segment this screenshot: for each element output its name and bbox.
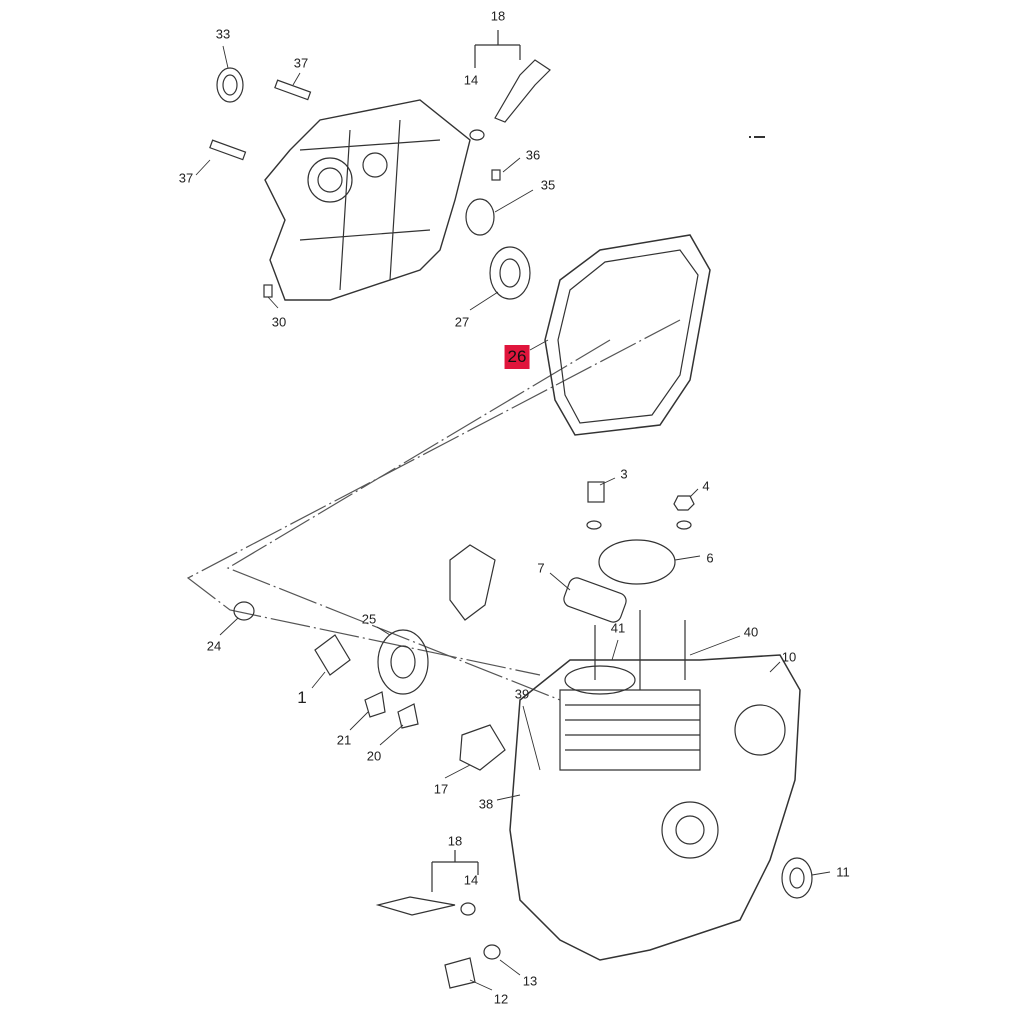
drain-plug-12 [444,957,476,989]
callout-41: 41 [610,620,626,636]
callout-24: 24 [206,638,222,654]
callout-6: 6 [706,550,714,566]
o-ring-14 [469,129,485,141]
callout-37: 37 [178,170,194,186]
nut-4 [673,495,695,511]
callout-39: 39 [514,686,530,702]
callout-33: 33 [215,26,231,42]
cylinder-block [509,654,801,961]
bolt-37b [209,139,247,161]
bushing-24 [233,601,255,621]
gasket-26 [544,234,711,436]
pin-30 [263,284,273,298]
callout-10: 10 [781,649,797,665]
callout-14: 14 [463,72,479,88]
assembly-outline-line [186,319,681,676]
nut-3 [587,481,605,503]
callout-20: 20 [366,748,382,764]
part-20 [397,703,419,729]
callout-4: 4 [702,478,710,494]
pin-36 [491,169,501,181]
bolt-37 [274,79,312,101]
dipstick-top [494,59,551,123]
callout-13: 13 [522,973,538,989]
callout-37: 37 [293,55,309,71]
callout-18: 18 [447,833,463,849]
assembly-outline-line [226,339,611,701]
oil-seal-33 [216,67,244,103]
bearing-27 [489,246,531,300]
callout-14: 14 [463,872,479,888]
callout-40: 40 [743,624,759,640]
gasket-7 [563,577,627,623]
callout-7: 7 [537,560,545,576]
cover-plate [449,544,496,621]
plate-1 [314,634,351,676]
seal-11 [781,857,813,899]
crankcase-cover [264,99,471,301]
callout-17: 17 [433,781,449,797]
callout-18: 18 [490,8,506,24]
callout-26: 26 [504,345,530,369]
bushing-35 [465,198,495,236]
o-ring-6 [598,539,676,585]
callout-12: 12 [493,991,509,1007]
callout-27: 27 [454,314,470,330]
callout-3: 3 [620,466,628,482]
callout-36: 36 [525,147,541,163]
callout-21: 21 [336,732,352,748]
part-21 [364,691,386,718]
callout-11: 11 [836,864,850,880]
part-17 [459,724,506,771]
callout-1: 1 [297,688,307,707]
washer-13 [483,944,501,960]
callout-30: 30 [271,314,287,330]
dipstick-lower [375,896,456,916]
callout-38: 38 [478,796,494,812]
callout-25: 25 [361,611,377,627]
bearing-25 [377,629,429,695]
callout-35: 35 [540,177,556,193]
